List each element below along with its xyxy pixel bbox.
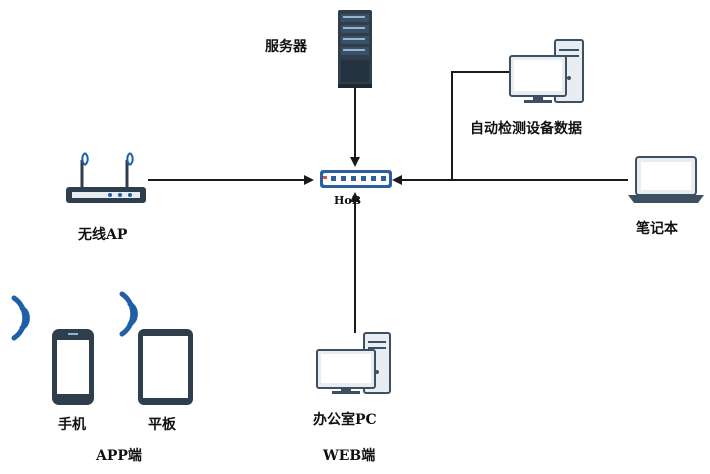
laptop-label: 笔记本 <box>636 221 678 237</box>
desktop-pc-icon <box>509 39 584 103</box>
phone-icon <box>52 329 94 405</box>
connection-lines <box>148 71 628 333</box>
app-end-label: APP端 <box>96 448 142 464</box>
wireless-ap-label: 无线AP <box>78 227 128 243</box>
hub-switch-icon <box>320 170 392 188</box>
laptop-icon <box>628 156 704 203</box>
server-label: 服务器 <box>265 39 307 55</box>
office-pc-icon <box>316 332 391 394</box>
phone-label: 手机 <box>58 417 86 433</box>
pc-to-hub-line <box>451 71 510 180</box>
tablet-icon <box>138 329 193 405</box>
hub-label: HoB <box>334 194 362 207</box>
auto-device-data-label: 自动检测设备数据 <box>470 121 582 137</box>
web-end-label: WEB端 <box>323 448 376 464</box>
tablet-label: 平板 <box>148 417 176 433</box>
wireless-ap-icon <box>66 152 146 203</box>
wifi-signal-icon <box>11 291 138 341</box>
server-icon <box>338 10 372 88</box>
office-pc-label: 办公室PC <box>313 412 377 428</box>
